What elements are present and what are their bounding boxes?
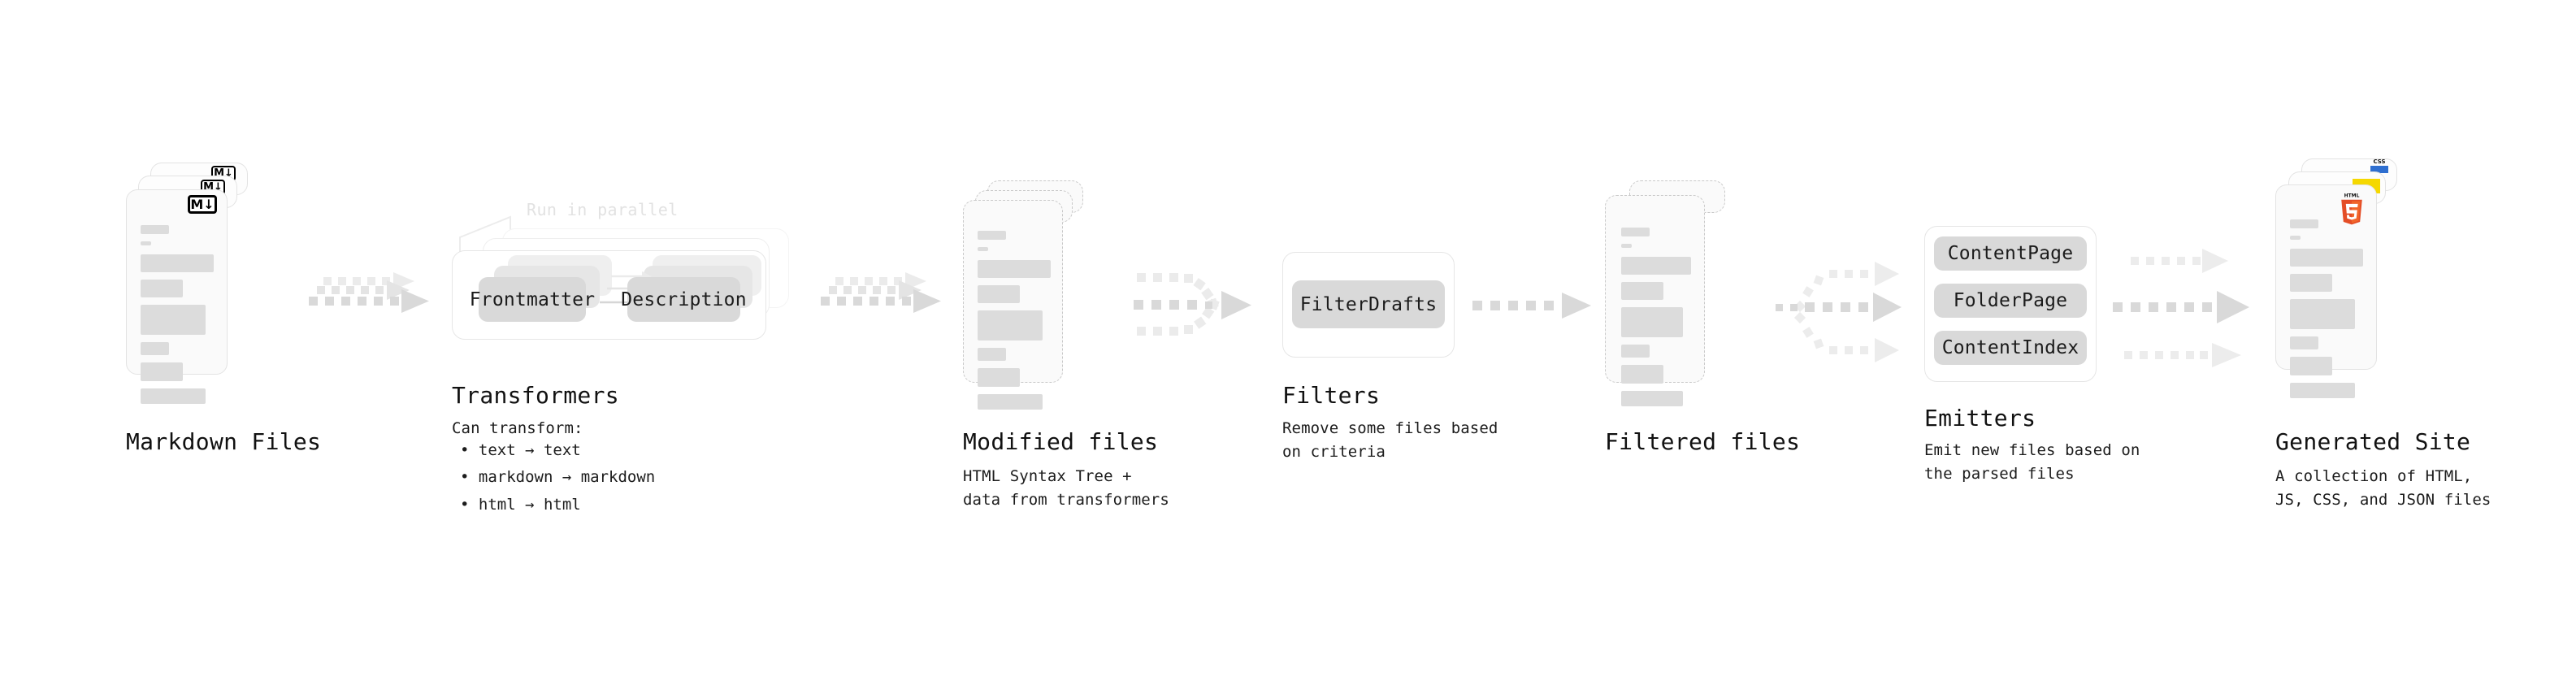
stage-title-modified-files: Modified files — [963, 428, 1159, 455]
content-line — [978, 394, 1043, 410]
content-line — [978, 247, 988, 251]
content-line — [2290, 274, 2332, 292]
content-line — [1621, 307, 1683, 337]
content-line — [2290, 336, 2318, 349]
modified-files-description: HTML Syntax Tree + data from transformer… — [963, 467, 1169, 510]
content-line — [1621, 365, 1663, 384]
html5-icon: HTML — [2341, 193, 2362, 225]
content-line — [1621, 282, 1663, 300]
filtered-file-content-lines — [1621, 228, 1694, 414]
content-line — [978, 348, 1006, 361]
run-in-parallel-label: Run in parallel — [527, 200, 679, 219]
modified-file-content-lines — [978, 231, 1051, 417]
content-line — [1621, 228, 1650, 236]
stage-title-generated-site: Generated Site — [2275, 428, 2471, 455]
emitter-node-contentpage[interactable]: ContentPage — [1934, 236, 2087, 271]
content-line — [141, 280, 183, 297]
content-line — [2290, 219, 2318, 228]
content-line — [141, 254, 214, 272]
transformer-node-frontmatter[interactable]: Frontmatter — [470, 277, 595, 322]
content-line — [141, 305, 206, 335]
connector-filtered-to-emitters — [1776, 262, 1902, 362]
css-icon: CSS — [2370, 158, 2388, 173]
content-line — [2290, 357, 2332, 375]
transformers-description: Can transform: — [452, 419, 583, 437]
content-line — [141, 388, 206, 404]
connector-emitters-to-site — [2113, 249, 2249, 367]
bullet-item: • markdown → markdown — [460, 468, 656, 487]
content-line — [978, 231, 1006, 240]
markdown-icon: M↓ — [188, 195, 217, 214]
content-line — [1621, 244, 1632, 248]
content-line — [2290, 299, 2355, 329]
emitter-node-contentindex[interactable]: ContentIndex — [1934, 331, 2087, 365]
stage-title-markdown-files: Markdown Files — [126, 428, 322, 455]
bullet-item: • text → text — [460, 441, 581, 459]
markdown-file-content-lines — [141, 225, 214, 411]
content-line — [978, 260, 1051, 278]
content-line — [141, 225, 169, 234]
stage-title-filtered-files: Filtered files — [1605, 428, 1801, 455]
content-line — [1621, 345, 1650, 358]
connector-md-to-transformers — [309, 272, 429, 313]
content-line — [978, 368, 1020, 387]
emitters-description: Emit new files based on the parsed files — [1924, 441, 2140, 484]
content-line — [1621, 391, 1683, 406]
content-line — [141, 342, 169, 355]
content-line — [1621, 257, 1691, 275]
site-file-content-lines — [2290, 219, 2363, 406]
css-icon-label: CSS — [2373, 158, 2386, 165]
emitter-node-folderpage[interactable]: FolderPage — [1934, 284, 2087, 318]
content-line — [2290, 383, 2355, 398]
connector-transformers-to-modified — [821, 272, 941, 313]
content-line — [2290, 249, 2363, 267]
connector-filters-to-filtered — [1472, 293, 1591, 319]
stage-title-transformers: Transformers — [452, 382, 619, 409]
filter-node-filterdrafts[interactable]: FilterDrafts — [1292, 280, 1445, 328]
run-in-parallel-bracket — [459, 215, 511, 254]
bullet-item: • html → html — [460, 495, 581, 514]
content-line — [141, 362, 183, 381]
content-line — [2290, 236, 2301, 240]
stage-title-emitters: Emitters — [1924, 405, 2036, 432]
svg-text:HTML: HTML — [2344, 193, 2360, 198]
content-line — [141, 241, 151, 245]
generated-site-description: A collection of HTML, JS, CSS, and JSON … — [2275, 467, 2491, 510]
content-line — [978, 310, 1043, 340]
transformers-bullet-list: • text → text • markdown → markdown • ht… — [460, 437, 655, 518]
filters-description: Remove some files based on criteria — [1282, 419, 1498, 462]
stage-title-filters: Filters — [1282, 382, 1381, 409]
content-line — [978, 285, 1020, 303]
connector-modified-to-filters — [1134, 273, 1251, 336]
transformer-node-description[interactable]: Description — [621, 277, 747, 322]
